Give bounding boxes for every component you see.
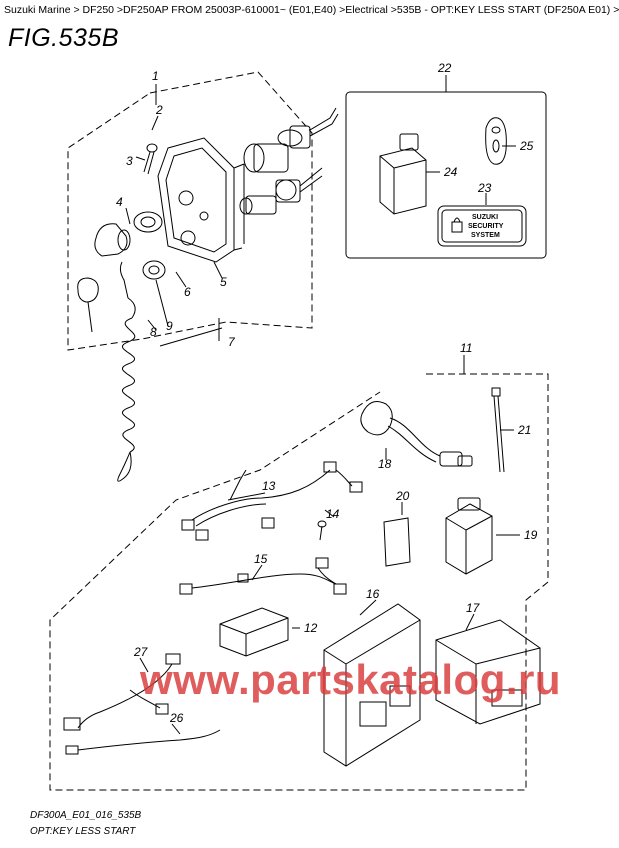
figure-code: DF300A_E01_016_535B — [30, 810, 142, 821]
knob-part-4 — [94, 223, 131, 257]
callout-17: 17 — [466, 601, 481, 615]
card-part-20 — [383, 517, 411, 567]
callout-1: 1 — [152, 69, 159, 83]
breadcrumb[interactable]: Suzuki Marine > DF250 >DF250AP FROM 2500… — [4, 4, 619, 16]
callout-16: 16 — [366, 587, 380, 601]
callout-13: 13 — [262, 479, 276, 493]
callout-19: 19 — [524, 528, 538, 542]
callout-15: 15 — [254, 552, 268, 566]
callout-11: 11 — [460, 341, 472, 355]
switch-connector-upper — [243, 107, 339, 173]
harness-part-13 — [181, 461, 363, 541]
callout-20: 20 — [395, 489, 410, 503]
receiver-unit-part-24 — [379, 133, 427, 215]
callout-27: 27 — [133, 645, 149, 659]
cable-tie-part-21 — [491, 387, 505, 473]
wire-part-26 — [65, 729, 221, 755]
switch-connector-lower — [239, 167, 323, 215]
harness-part-15 — [179, 557, 347, 595]
key-fob-part-25 — [485, 117, 507, 165]
callout-2: 2 — [155, 103, 163, 117]
group-11-outline — [49, 373, 549, 791]
switch-panel-plate — [157, 137, 245, 263]
module-part-17 — [435, 619, 541, 725]
harness-part-27 — [63, 653, 181, 731]
callout-18: 18 — [378, 457, 392, 471]
callout-26: 26 — [169, 711, 184, 725]
bolt-part-14 — [317, 520, 327, 541]
callout-9: 9 — [166, 319, 173, 333]
antenna-part-18 — [360, 401, 473, 467]
callout-6: 6 — [184, 285, 191, 299]
callout-24: 24 — [443, 165, 458, 179]
group-1-outline — [67, 71, 313, 351]
callout-8: 8 — [150, 325, 157, 339]
figure-name: OPT:KEY LESS START — [30, 826, 136, 837]
screw-part-3 — [143, 143, 158, 175]
callout-labels: 1 2 3 4 5 6 7 8 9 11 12 13 14 15 16 17 1… — [116, 61, 538, 725]
figure-title: FIG.535B — [8, 24, 119, 52]
holder-part-12 — [219, 607, 289, 657]
callout-3: 3 — [126, 154, 133, 168]
callout-14: 14 — [326, 507, 340, 521]
leader-lines — [125, 75, 520, 735]
badge-line-2: SECURITY — [468, 223, 504, 230]
callout-21: 21 — [517, 423, 531, 437]
security-badge-part-23: SUZUKI SECURITY SYSTEM — [437, 205, 527, 247]
badge-line-1: SUZUKI — [472, 214, 498, 221]
callout-25: 25 — [519, 139, 534, 153]
watermark: www.partskatalog.ru — [140, 656, 562, 703]
badge-line-3: SYSTEM — [471, 232, 500, 239]
callout-22: 22 — [437, 61, 452, 75]
callout-4: 4 — [116, 195, 123, 209]
callout-12: 12 — [304, 621, 318, 635]
relay-part-19 — [445, 497, 493, 575]
callout-5: 5 — [220, 275, 227, 289]
callout-23: 23 — [477, 181, 492, 195]
callout-7: 7 — [228, 335, 236, 349]
parts-diagram: SUZUKI SECURITY SYSTEM — [49, 61, 549, 791]
key-and-lanyard — [77, 261, 136, 482]
ecu-part-16 — [323, 603, 421, 767]
bushing-part-6 — [133, 211, 166, 280]
